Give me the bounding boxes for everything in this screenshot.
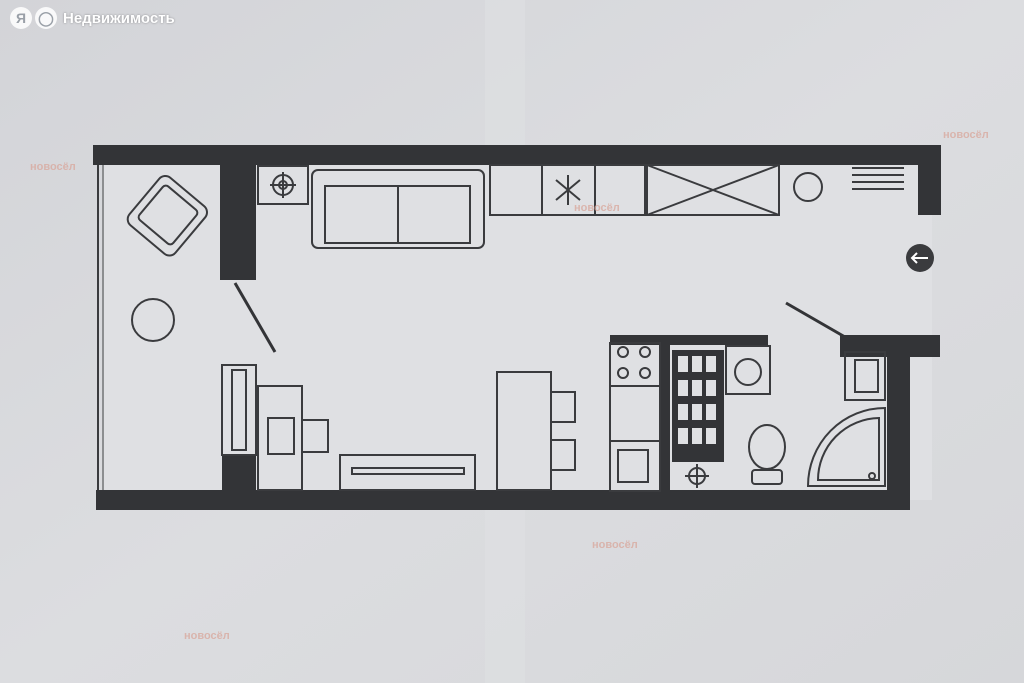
- watermark: новосёл: [592, 539, 638, 551]
- logo-letter: Я: [10, 7, 32, 29]
- doors: [233, 282, 846, 353]
- bar-counter: [496, 371, 576, 491]
- loggia-round-table: [131, 298, 175, 342]
- wall-loggia-upper: [220, 160, 256, 280]
- watermark: новосёл: [574, 202, 620, 214]
- wall-left-stub: [93, 145, 109, 165]
- wall-right-lower: [887, 335, 910, 510]
- washing-machine: [725, 345, 771, 395]
- entrance-arrow-icon: [906, 244, 934, 272]
- wall-right-upper: [918, 145, 941, 215]
- wall-loggia-lower: [222, 455, 256, 495]
- wall-right-lower-cap: [840, 335, 940, 357]
- corner-shower: [806, 406, 886, 487]
- sofa: [311, 169, 485, 249]
- kitchen-sink: [609, 440, 661, 492]
- logo-ring-icon: ◯: [35, 7, 57, 29]
- armchair: [126, 175, 208, 257]
- brand-name: Недвижимость: [63, 9, 175, 27]
- bookshelf: [221, 364, 257, 456]
- wall-bath-divider: [660, 335, 670, 495]
- toilet: [748, 424, 786, 485]
- wardrobe: [646, 164, 780, 216]
- kitchen-counter: [489, 164, 646, 216]
- hallway-round-fixture: [793, 172, 823, 202]
- brand-header[interactable]: Я ◯ Недвижимость: [10, 7, 175, 29]
- storage-rack: [672, 350, 724, 462]
- watermark: новосёл: [943, 129, 989, 141]
- loggia-door: [233, 282, 277, 353]
- floor-drain: [685, 464, 709, 488]
- bathroom-door: [785, 301, 846, 339]
- walls: [93, 145, 941, 510]
- wall-bath-top: [610, 335, 768, 345]
- wall-top: [93, 145, 941, 165]
- bathroom-sink: [844, 351, 886, 401]
- loggia-window: [97, 165, 104, 490]
- watermark: новосёл: [184, 630, 230, 642]
- boiler: [257, 165, 309, 205]
- yandex-logo-icon: Я ◯: [10, 7, 57, 29]
- tv-stand: [339, 454, 476, 491]
- burner-symbol: [555, 175, 581, 205]
- radiator: [852, 167, 904, 190]
- watermark: новосёл: [30, 161, 76, 173]
- desk: [257, 385, 329, 491]
- wall-bottom: [96, 490, 910, 510]
